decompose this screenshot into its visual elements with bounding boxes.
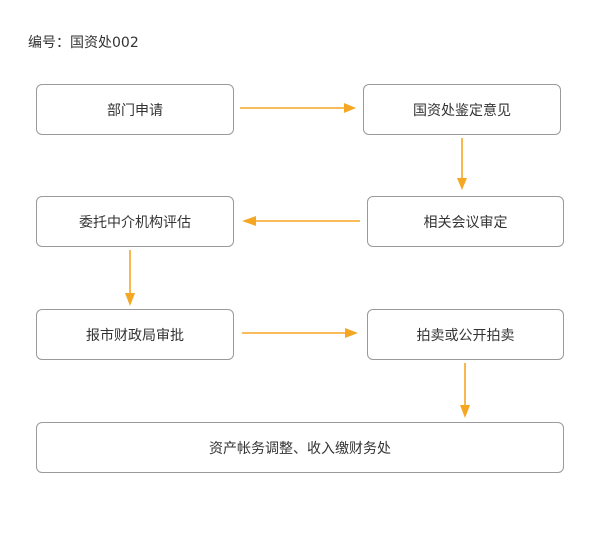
step-department-application: 部门申请 (36, 84, 234, 135)
step-asset-office-appraisal-opinion: 国资处鉴定意见 (363, 84, 561, 135)
document-id-label: 编号：国资处002 (28, 35, 139, 51)
arrow-6-to-7-head (460, 405, 470, 418)
step-meeting-review: 相关会议审定 (367, 196, 564, 247)
step-account-adjustment: 资产帐务调整、收入缴财务处 (36, 422, 564, 473)
arrow-2-to-3-head (457, 178, 467, 190)
arrow-4-to-5-head (125, 293, 135, 306)
step-agency-evaluation: 委托中介机构评估 (36, 196, 234, 247)
step-finance-bureau-approval: 报市财政局审批 (36, 309, 234, 360)
step-auction: 拍卖或公开拍卖 (367, 309, 564, 360)
arrow-1-to-2-head (344, 103, 356, 113)
arrow-3-to-4-head (242, 216, 256, 226)
arrow-5-to-6-head (345, 328, 358, 338)
